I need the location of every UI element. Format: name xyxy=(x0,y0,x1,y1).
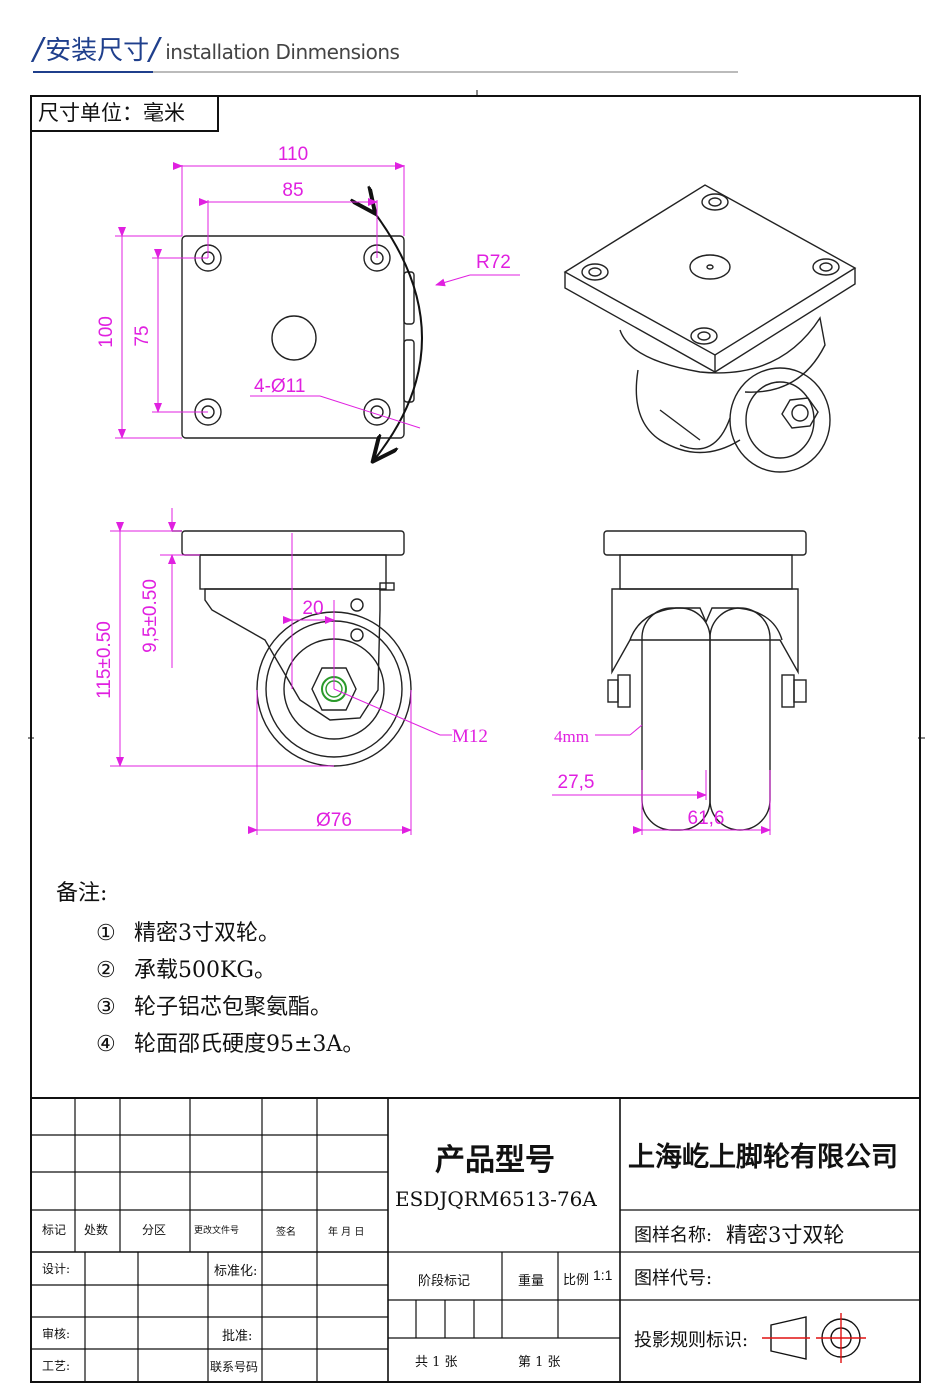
col-header-change-doc: 更改文件号 xyxy=(194,1226,240,1236)
note-item: ① 精密3寸双轮。 xyxy=(96,915,364,952)
technical-drawing: 110 85 100 75 R72 4-Ø11 xyxy=(28,90,925,835)
dim-plate-width: 110 xyxy=(278,144,308,165)
sheet-number: 第 1 张 xyxy=(518,1355,561,1370)
header-underline-accent xyxy=(33,71,153,73)
col-header-zone: 分区 xyxy=(142,1223,167,1237)
projection-label: 投影规则标识: xyxy=(634,1330,749,1351)
note-number: ① xyxy=(96,921,116,946)
dim-swivel-radius: R72 xyxy=(476,252,511,273)
standard-label: 标准化: xyxy=(214,1264,258,1279)
contact-label: 联系号码 xyxy=(210,1360,259,1374)
stage-label: 阶段标记 xyxy=(418,1274,471,1289)
company-name: 上海屹上脚轮有限公司 xyxy=(628,1142,898,1173)
header-slash: / xyxy=(33,32,44,67)
dim-plate-height: 100 xyxy=(96,316,117,348)
note-number: ④ xyxy=(96,1032,116,1057)
title-block-grid xyxy=(30,1097,921,1383)
drawing-name-label: 图样名称: xyxy=(634,1225,713,1246)
note-text: 承载500KG。 xyxy=(134,958,277,983)
dim-wheel-dia: Ø76 xyxy=(316,810,352,831)
isometric-view xyxy=(563,184,857,473)
weight-label: 重量 xyxy=(518,1274,545,1289)
drawing-frame xyxy=(30,95,921,1383)
notes: 备注: ① 精密3寸双轮。 ② 承载500KG。 ③ 轮子铝芯包聚氨酯。 ④ 轮面邵氏硬… xyxy=(56,875,364,1063)
dim-axle: M12 xyxy=(452,726,488,747)
note-text: 轮面邵氏硬度95±3A。 xyxy=(134,1032,365,1057)
approve-label: 批准: xyxy=(222,1329,253,1344)
process-label: 工艺: xyxy=(42,1359,71,1373)
col-header-date: 年 月 日 xyxy=(328,1227,365,1238)
review-label: 审核: xyxy=(42,1327,71,1341)
side-view xyxy=(603,530,807,831)
total-sheets: 共 1 张 xyxy=(415,1355,458,1370)
product-model-label: 产品型号 xyxy=(435,1143,555,1178)
header-slash-2: / xyxy=(149,32,160,67)
dim-total-height: 115±0.50 xyxy=(94,621,115,699)
header-underline xyxy=(33,71,738,73)
col-header-count: 处数 xyxy=(84,1223,109,1237)
col-header-signature: 签名 xyxy=(276,1227,296,1238)
drawing-code-label: 图样代号: xyxy=(634,1268,713,1289)
note-number: ② xyxy=(96,958,116,983)
unit-label: 尺寸单位：毫米 xyxy=(30,95,219,132)
dim-wheel-width: 61,6 xyxy=(688,808,725,829)
note-text: 精密3寸双轮。 xyxy=(134,921,280,946)
col-header-mark: 标记 xyxy=(42,1223,67,1237)
dim-offset-height: 9,5±0.50 xyxy=(140,579,161,653)
dim-swivel-offset: 20 xyxy=(302,598,323,619)
header-title-zh: 安装尺寸 xyxy=(45,36,150,66)
scale-label: 比例 xyxy=(563,1273,590,1288)
dim-side-gap: 4mm xyxy=(554,727,589,746)
projection-symbol xyxy=(762,1313,866,1363)
note-item: ④ 轮面邵氏硬度95±3A。 xyxy=(96,1026,364,1063)
design-label: 设计: xyxy=(42,1262,71,1276)
product-model: ESDJQRM6513-76A xyxy=(395,1187,597,1211)
dim-hole-spacing-y: 75 xyxy=(132,325,153,346)
dim-hole-spacing-x: 85 xyxy=(282,180,303,201)
page-header: / 安装尺寸 / installation Dinmensions xyxy=(33,30,400,67)
note-item: ② 承载500KG。 xyxy=(96,952,364,989)
note-number: ③ xyxy=(96,995,116,1020)
dim-bolt-holes: 4-Ø11 xyxy=(254,376,305,397)
note-text: 轮子铝芯包聚氨酯。 xyxy=(134,995,333,1020)
scale-value: 1:1 xyxy=(593,1267,613,1283)
notes-title: 备注: xyxy=(56,881,108,906)
dim-half-width: 27,5 xyxy=(558,772,595,793)
drawing-name: 精密3寸双轮 xyxy=(726,1223,845,1247)
note-item: ③ 轮子铝芯包聚氨酯。 xyxy=(96,989,364,1026)
header-title-en: installation Dinmensions xyxy=(165,40,400,64)
top-view xyxy=(181,212,423,460)
title-block: 标记 处数 分区 更改文件号 签名 年 月 日 设计: 标准化: 审核: 批准:… xyxy=(30,1097,921,1383)
